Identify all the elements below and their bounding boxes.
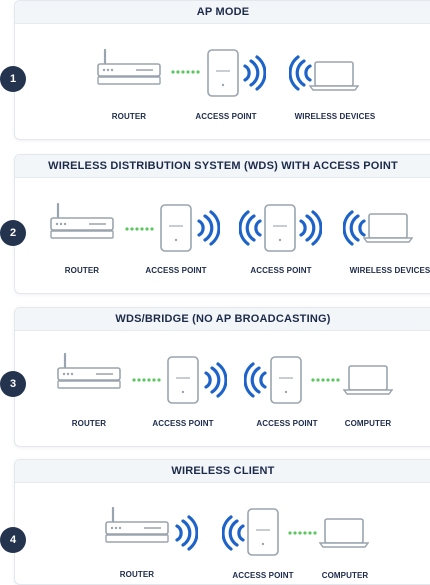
link-dots [287, 530, 317, 536]
router-icon [104, 506, 170, 546]
signal-waves-icon [244, 362, 268, 398]
device-label: ACCESS POINT [152, 419, 214, 428]
signal-waves-icon [298, 210, 322, 246]
laptop-icon [319, 517, 369, 549]
signal-waves-icon [242, 55, 266, 91]
router-icon [96, 48, 162, 88]
device-label: WIRELESS DEVICES [349, 266, 430, 275]
device-label: ACCESS POINT [145, 266, 207, 275]
laptop-icon [343, 364, 393, 396]
signal-waves-icon [239, 210, 263, 246]
device-label: ACCESS POINT [250, 266, 312, 275]
section-title: WDS/BRIDGE (NO AP BROADCASTING) [15, 308, 430, 331]
signal-waves-icon [222, 515, 246, 551]
signal-waves-icon [203, 362, 227, 398]
step-badge: 3 [0, 371, 26, 397]
section-title: AP MODE [15, 1, 430, 24]
section-wds-bridge: WDS/BRIDGE (NO AP BROADCASTING) [14, 307, 430, 447]
link-dots [124, 226, 154, 232]
laptop-icon [363, 212, 413, 244]
access-point-icon [247, 508, 279, 556]
signal-waves-icon [174, 515, 198, 551]
device-label: ACCESS POINT [232, 571, 294, 580]
signal-waves-icon [343, 210, 367, 246]
device-label: ROUTER [111, 112, 147, 121]
section-title: WIRELESS CLIENT [15, 460, 430, 483]
section-title: WIRELESS DISTRIBUTION SYSTEM (WDS) WITH … [15, 155, 430, 178]
device-label: ROUTER [71, 419, 107, 428]
device-label: ACCESS POINT [195, 112, 257, 121]
access-point-icon [160, 204, 192, 252]
signal-waves-icon [196, 210, 220, 246]
access-point-icon [270, 356, 302, 404]
step-badge: 4 [0, 527, 26, 553]
access-point-icon [167, 356, 199, 404]
step-badge: 1 [0, 66, 26, 92]
router-icon [49, 202, 115, 242]
access-point-icon [207, 49, 239, 97]
device-label: ACCESS POINT [256, 419, 318, 428]
link-dots [131, 377, 161, 383]
device-label: ROUTER [119, 570, 155, 579]
router-icon [56, 352, 122, 392]
link-dots [310, 377, 340, 383]
section-ap-mode: AP MODE [14, 0, 430, 140]
laptop-icon [309, 60, 359, 92]
device-label: COMPUTER [344, 419, 392, 428]
signal-waves-icon [289, 55, 313, 91]
link-dots [170, 69, 200, 75]
device-label: ROUTER [64, 266, 100, 275]
device-label: WIRELESS DEVICES [294, 112, 376, 121]
step-badge: 2 [0, 220, 26, 246]
access-point-icon [264, 204, 296, 252]
device-label: COMPUTER [321, 571, 369, 580]
